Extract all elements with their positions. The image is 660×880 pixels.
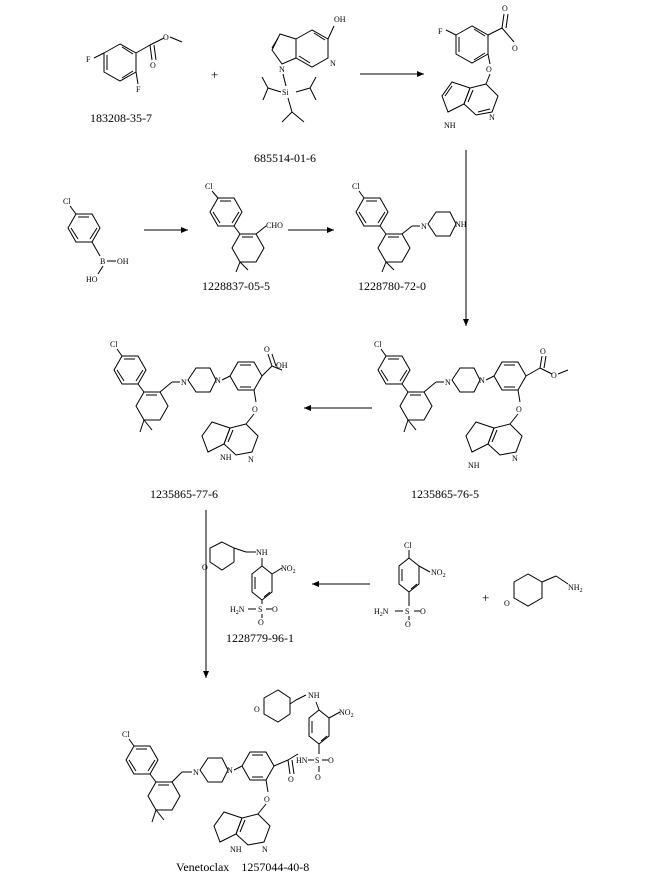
plus-sign: +: [482, 590, 490, 605]
atom-oh: OH: [117, 257, 129, 266]
atom-o: O: [502, 4, 508, 13]
compound-name: Venetoclax: [176, 860, 230, 874]
compound-label-c8: 1235865-76-5: [411, 487, 479, 501]
atom-o: O: [163, 33, 169, 42]
atom-o: O: [512, 44, 518, 53]
atom-cho: CHO: [266, 221, 283, 230]
atom-o: O: [405, 620, 411, 629]
atom-n: N: [445, 378, 451, 387]
structure-chlorophenylboronic-acid: Cl B OH HO: [63, 197, 129, 284]
atom-o: O: [288, 775, 294, 784]
atom-s: S: [405, 607, 409, 616]
atom-ho: HO: [86, 275, 98, 284]
atom-no2: NO2: [339, 708, 354, 719]
atom-cl: Cl: [205, 182, 213, 191]
structure-1228779-96-1: O NH NO2 S H2N O O: [202, 541, 296, 627]
atom-o: O: [150, 61, 156, 70]
atom-oh: OH: [276, 361, 288, 370]
atom-o: O: [420, 607, 426, 616]
atom-o: O: [315, 773, 321, 782]
atom-n: N: [193, 768, 199, 777]
atom-o: O: [252, 405, 258, 414]
atom-n: N: [421, 222, 427, 231]
structure-ether-ester: F O O O NH N: [438, 4, 518, 130]
atom-n: N: [215, 376, 221, 385]
atom-nh: NH: [444, 121, 456, 130]
atom-nh: NH: [220, 453, 232, 462]
atom-o: O: [272, 605, 278, 614]
plus-sign: +: [211, 67, 219, 82]
structure-1228837-05-5: Cl CHO: [205, 182, 283, 273]
structure-685514-01-6: OH N N Si: [261, 15, 346, 123]
compound-label-c1: 183208-35-7: [90, 111, 152, 125]
atom-o: O: [264, 345, 270, 354]
atom-f: F: [438, 27, 443, 36]
atom-o: O: [516, 405, 522, 414]
atom-cl: Cl: [404, 541, 412, 550]
structure-venetoclax: Cl N N O HN S O O NO2: [122, 689, 354, 854]
atom-nh2: NH2: [568, 583, 583, 594]
atom-o: O: [540, 347, 546, 356]
atom-n: N: [227, 766, 233, 775]
atom-n: N: [248, 455, 254, 464]
atom-si: Si: [282, 88, 289, 97]
atom-no2: NO2: [281, 564, 296, 575]
atom-b: B: [100, 257, 105, 266]
atom-hn: HN: [296, 756, 308, 765]
atom-s: S: [258, 605, 262, 614]
atom-f: F: [136, 85, 141, 94]
compound-label-venetoclax: Venetoclax 1257044-40-8: [176, 860, 309, 874]
atom-no2: NO2: [431, 568, 446, 579]
atom-n: N: [330, 59, 336, 68]
structure-1235865-77-6: Cl N N O OH O NH N: [110, 340, 288, 464]
atom-cl: Cl: [374, 340, 382, 349]
atom-o: O: [328, 756, 334, 765]
atom-n: N: [262, 845, 268, 854]
atom-cl: Cl: [110, 340, 118, 349]
atom-o: O: [202, 563, 208, 572]
atom-nh: NH: [455, 220, 467, 229]
atom-nh: NH: [256, 548, 268, 557]
structure-chloronitrobenzenesulfonamide: Cl NO2 S H2N O O: [374, 541, 446, 629]
atom-cl: Cl: [63, 197, 71, 206]
compound-label-c2: 685514-01-6: [254, 151, 316, 165]
atom-n: N: [512, 454, 518, 463]
atom-n: N: [479, 376, 485, 385]
atom-h2n: H2N: [230, 605, 245, 616]
compound-label-c7: 1235865-77-6: [150, 487, 218, 501]
atom-nh: NH: [230, 845, 242, 854]
structure-1235865-76-5: Cl N N O O O NH N: [374, 340, 569, 470]
atom-o: O: [551, 371, 557, 380]
compound-cas: 1257044-40-8: [241, 860, 310, 874]
atom-cl: Cl: [122, 730, 130, 739]
atom-h2n: H2N: [374, 607, 389, 618]
compound-label-c9: 1228779-96-1: [226, 631, 294, 645]
structure-oxanylmethanamine: O NH2: [504, 573, 583, 608]
structure-1228780-72-0: Cl N NH: [352, 182, 467, 273]
atom-n: N: [489, 113, 495, 122]
atom-o: O: [254, 705, 260, 714]
atom-o: O: [504, 599, 510, 608]
atom-oh: OH: [334, 15, 346, 24]
atom-cl: Cl: [352, 182, 360, 191]
atom-nh: NH: [308, 691, 320, 700]
atom-o: O: [258, 618, 264, 627]
atom-nh: NH: [468, 461, 480, 470]
atom-o: O: [486, 65, 492, 74]
structure-183208-35-7: F F O O: [86, 33, 183, 94]
atom-f: F: [86, 55, 91, 64]
atom-n: N: [181, 378, 187, 387]
compound-label-c5: 1228837-05-5: [202, 279, 270, 293]
compound-label-c6: 1228780-72-0: [358, 279, 426, 293]
atom-n: N: [279, 65, 285, 74]
atom-s: S: [315, 756, 319, 765]
atom-o: O: [264, 795, 270, 804]
